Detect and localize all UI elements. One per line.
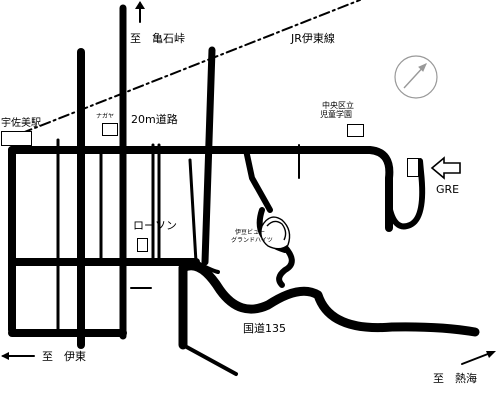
school-box xyxy=(347,124,364,137)
jr-line-label: JR伊東線 xyxy=(291,32,335,45)
entrance-arrow-icon xyxy=(430,156,461,180)
lawson-box xyxy=(137,238,148,252)
road-izu-view-upper xyxy=(243,147,273,213)
road-20m xyxy=(8,146,394,232)
gre-box xyxy=(407,158,419,177)
usami-station-label: 宇佐美駅 xyxy=(1,118,41,129)
to-kameishi-label: 至 亀石峠 xyxy=(130,32,185,45)
school-label-line1: 中央区立 xyxy=(322,101,354,110)
to-atami-label: 至 熱海 xyxy=(433,372,477,385)
lawson-label: ローソン xyxy=(133,219,177,232)
compass-icon xyxy=(394,55,438,99)
school-label-line2: 児童学園 xyxy=(320,110,352,119)
nagaya-label: ナガヤ xyxy=(96,113,115,120)
route-135-southwest xyxy=(181,343,238,376)
road-20m-label: 20m道路 xyxy=(131,113,178,126)
road-link xyxy=(194,260,220,274)
road-upper-diagonal xyxy=(201,46,216,266)
nagaya-box xyxy=(102,123,118,136)
route-135-label: 国道135 xyxy=(243,322,286,335)
road-gre-hook xyxy=(386,158,426,230)
jr-railway-line xyxy=(21,0,361,134)
route-135 xyxy=(178,261,480,350)
usami-station-box xyxy=(1,131,32,146)
road-izu-view-lower xyxy=(276,241,295,288)
izu-view-label-line2: グランドハイツ xyxy=(231,237,273,244)
road-v-right xyxy=(188,158,198,264)
izu-view-label-line1: 伊豆ビュー xyxy=(235,229,266,236)
to-ito-label: 至 伊東 xyxy=(42,350,86,363)
gre-label: GRE xyxy=(436,183,460,196)
